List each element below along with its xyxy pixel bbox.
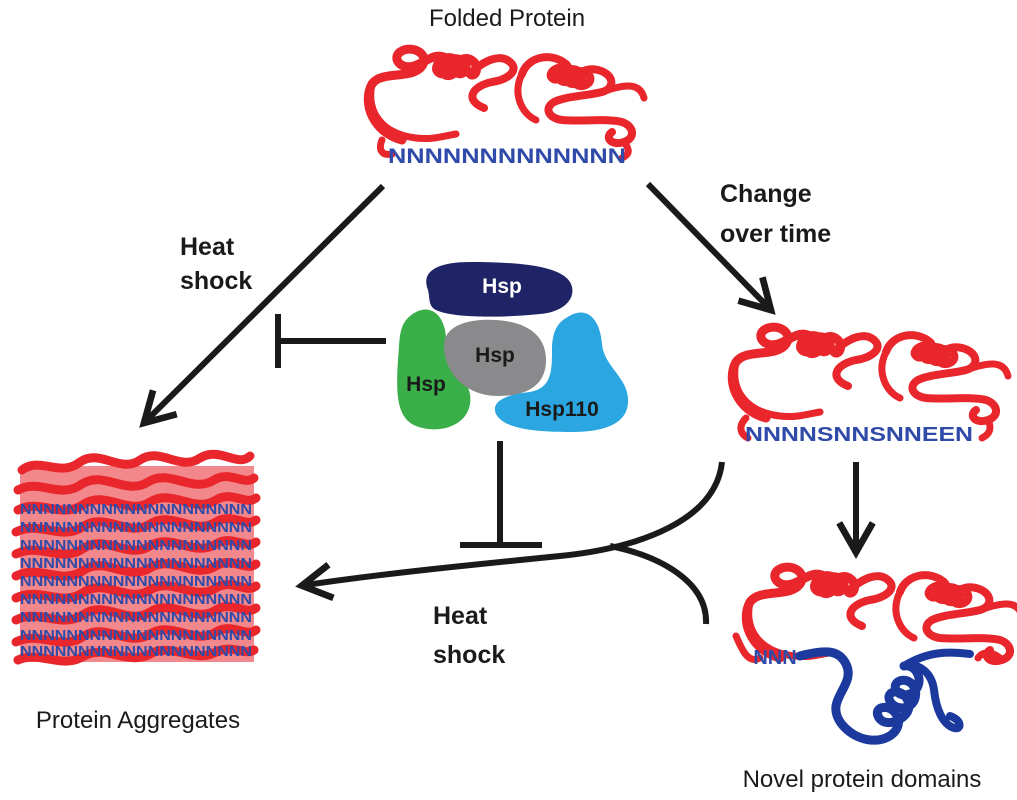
novel-sequence: NNN <box>753 647 796 669</box>
aggregate-sequence-row-6: NNNNNNNNNNNNNNNNNNNN <box>20 591 252 608</box>
aggregate-sequence-row-7: NNNNNNNNNNNNNNNNNNNN <box>20 609 252 626</box>
heat-shock-left-line1: Heat <box>180 233 235 261</box>
protein-aggregate-block: NNNNNNNNNNNNNNNNNNNN NNNNNNNNNNNNNNNNNNN… <box>11 449 261 666</box>
change-over-time-line2: over time <box>720 220 831 248</box>
hsp-complex: Hsp Hsp Hsp110 Hsp <box>397 262 629 432</box>
aggregate-sequence-row-1: NNNNNNNNNNNNNNNNNNNN <box>20 501 252 518</box>
aggregate-sequence-row-5: NNNNNNNNNNNNNNNNNNNN <box>20 573 252 590</box>
change-over-time-arrow <box>645 181 776 315</box>
aggregate-sequence-row-3: NNNNNNNNNNNNNNNNNNNN <box>20 537 252 554</box>
protein-aggregates-label: Protein Aggregates <box>36 707 240 734</box>
heat-shock-left-arrow <box>139 183 386 428</box>
hsp-center-shape <box>443 319 546 396</box>
novel-protein-domains-label: Novel protein domains <box>743 766 982 793</box>
folded-protein-label: Folded Protein <box>429 5 585 32</box>
hsp-left-shape <box>397 309 471 430</box>
heat-shock-bottom-arrow <box>295 461 725 602</box>
changed-protein-ribbon <box>732 327 1008 442</box>
heat-shock-bottom-line1: Heat <box>433 602 488 630</box>
aggregate-sequence-row-2: NNNNNNNNNNNNNNNNNNNN <box>20 519 252 536</box>
folded-sequence: NNNNNNNNNNNNN <box>388 145 626 168</box>
changed-sequence: NNNNSNNSNNEEN <box>745 424 973 446</box>
novel-to-aggregate-connector <box>609 543 710 625</box>
hsp-top-shape <box>426 262 573 317</box>
inhibition-left-icon <box>275 314 386 368</box>
hsp-center-label: Hsp <box>475 344 515 367</box>
hsp110-shape <box>494 312 629 432</box>
heat-shock-left-line2: shock <box>180 267 252 295</box>
aggregate-sequence-row-8: NNNNNNNNNNNNNNNNNNNN <box>20 627 252 644</box>
aggregate-sequence-row-4: NNNNNNNNNNNNNNNNNNNN <box>20 555 252 572</box>
hsp-left-label: Hsp <box>406 373 446 396</box>
hsp110-label: Hsp110 <box>525 398 599 421</box>
folded-protein-ribbon <box>368 49 644 162</box>
hsp-top-label: Hsp <box>482 275 522 298</box>
heat-shock-bottom-line2: shock <box>433 641 505 669</box>
novel-domain-ribbon <box>795 647 974 745</box>
inhibition-bottom-icon <box>460 441 542 548</box>
change-over-time-line1: Change <box>720 180 812 208</box>
novel-protein-ribbon <box>732 567 1017 661</box>
aggregate-sequence-row-9: NNNNNNNNNNNNNNNNNNNN <box>20 643 252 660</box>
